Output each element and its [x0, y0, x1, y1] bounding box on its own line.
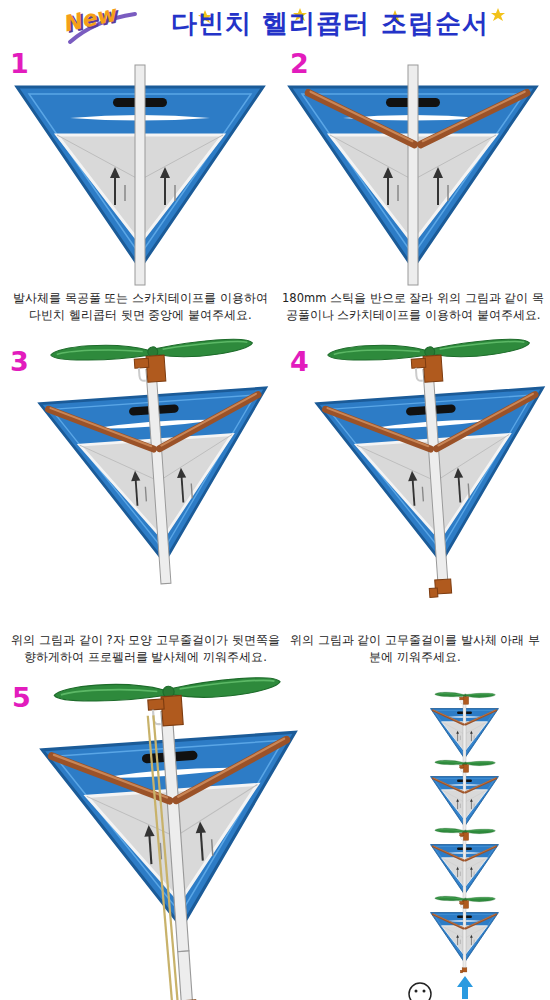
step-caption: 발사체를 목공풀 또는 스카치테이프를 이용하여 다빈치 헬리콥터 뒷면 중앙에…	[8, 290, 273, 325]
step-caption: 180mm 스틱을 반으로 잘라 위의 그림과 같이 목공풀이나 스카치테이프를…	[282, 290, 544, 325]
step-number: 4	[290, 348, 309, 375]
step-number: 1	[10, 50, 29, 77]
new-badge: New	[62, 1, 120, 37]
step-number: 3	[10, 348, 29, 375]
step-caption: 위의 그림과 같이 ?자 모양 고무줄걸이가 뒷면쪽을 향하게하여 프로펠러를 …	[8, 632, 283, 667]
step-number: 5	[12, 684, 31, 711]
page-title: 다빈치 헬리콥터 조립순서	[130, 6, 530, 41]
step-caption: 위의 그림과 같이 고무줄걸이를 발사체 아래 부분에 끼워주세요.	[290, 632, 540, 667]
step-number: 2	[290, 50, 309, 77]
